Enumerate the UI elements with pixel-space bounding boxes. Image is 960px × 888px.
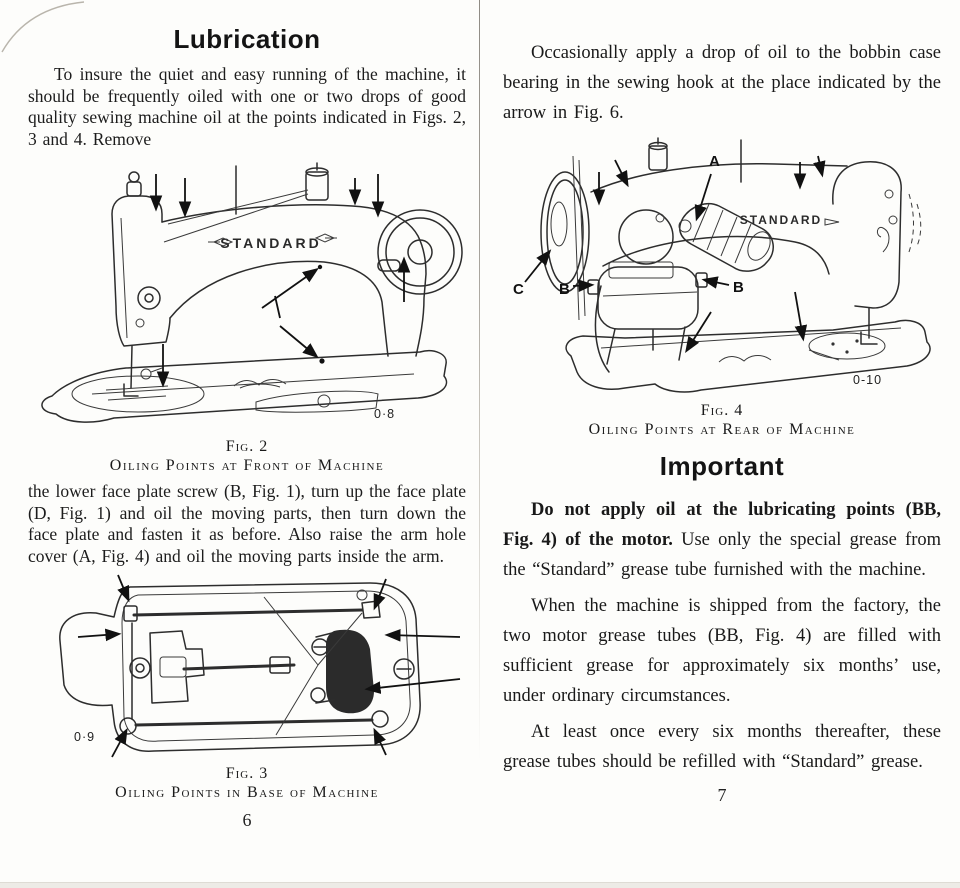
fig4-plate-number: 0-10 [853,373,882,387]
fig2-caption-number: Fig. 2 [225,438,269,455]
page-gutter-divider [479,0,480,760]
page-number-7: 7 [717,785,727,805]
paragraph-motor-warning: Do not apply oil at the lubricating poin… [503,495,941,585]
paragraph-bobbin-oil: Occasionally apply a drop of oil to the … [503,43,941,123]
figure-3: 0·9 Fig. 3 Oiling Points in Base of Mach… [28,573,466,802]
fig2-plate-number: 0·8 [374,407,395,421]
fig4-label-c: C [513,281,524,298]
warning-rest-text: Use only the special grease from the “St… [503,530,941,580]
fig4-caption: Fig. 4 Oiling Points at Rear of Machine [503,401,941,439]
paragraph-factory-grease: When the machine is shipped from the fac… [503,596,941,706]
fig2-caption: Fig. 2 Oiling Points at Front of Machine [28,437,466,475]
scan-bottom-edge [0,882,960,888]
fig4-illustration-rear-of-machine: STANDARD A C B B [513,137,931,393]
fig4-caption-number: Fig. 4 [700,402,744,419]
fig3-illustration-base-of-machine: 0·9 [59,574,461,758]
scan-corner-artifact [1,1,85,53]
fig4-caption-title: Oiling Points at Rear of Machine [588,421,856,438]
warning-bold-text: Do not apply oil at the lubricating poin… [503,500,941,550]
fig3-caption-number: Fig. 3 [225,765,269,782]
fig2-brand-text: STANDARD [220,235,322,251]
paragraph-lubrication-intro: To insure the quiet and easy running of … [28,64,466,149]
fig3-plate-number: 0·9 [74,730,95,744]
paragraph-refill-grease: At least once every six months thereafte… [503,722,941,772]
page-number-6: 6 [242,810,252,830]
fig2-oiling-arrows [149,174,411,388]
fig4-label-a: A [709,153,720,170]
section-heading-lubrication: Lubrication [173,24,321,54]
figure-2: STANDARD 0·8 [28,156,466,475]
fig2-illustration-front-of-machine: STANDARD 0·8 [41,162,463,423]
section-heading-important: Important [659,451,785,481]
figure-4: STANDARD A C B B [503,134,941,439]
fig3-oiling-arrows [77,574,461,758]
fig4-label-b-left: B [559,281,570,298]
fig4-label-b-right: B [733,279,744,296]
fig3-caption: Fig. 3 Oiling Points in Base of Machine [28,764,466,802]
fig2-caption-title: Oiling Points at Front of Machine [109,457,385,474]
fig3-caption-title: Oiling Points in Base of Machine [115,784,379,801]
paragraph-faceplate: the lower face plate screw (B, Fig. 1), … [28,481,466,566]
fig4-oiling-arrows [524,155,826,354]
right-page: Occasionally apply a drop of oil to the … [503,0,941,806]
left-page: Lubrication To insure the quiet and easy… [28,0,466,831]
fig4-brand-text: STANDARD [740,213,822,227]
